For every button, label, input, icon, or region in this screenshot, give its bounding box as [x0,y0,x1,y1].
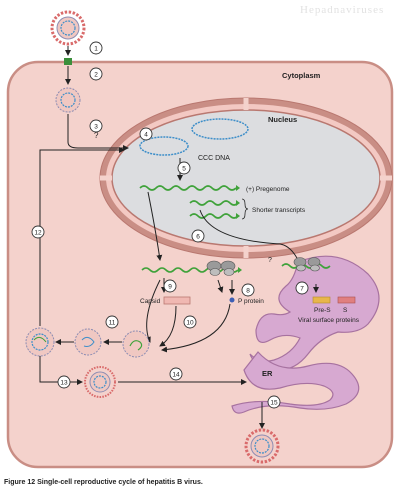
ccc-dna-circle [139,136,189,156]
nucleus-label: Nucleus [268,115,297,124]
step-badge [163,279,177,293]
capsid-label: Capsid [140,298,161,305]
step-badge [241,283,255,297]
immature-core [122,330,150,358]
virion-released [244,428,280,464]
arrow-assembly-2 [159,305,177,347]
step-badge [31,225,45,239]
cytoplasm-pregenome-rna [141,267,239,273]
capsid-protein-bar [163,296,191,305]
mature-core [25,327,55,357]
figure-caption: Figure 12 Single-cell reproductive cycle… [4,478,396,487]
enveloped-core [84,366,116,398]
receptor [64,58,72,65]
pregenome-rna [139,185,237,191]
arrow-assembly-1 [145,279,161,343]
ccc-dna-circle [191,118,249,140]
arrow-step-12 [39,147,125,326]
s-protein-bar [337,296,356,304]
step-number: 15 [270,400,278,407]
arrow-assembly-3 [161,303,231,353]
step-badge [89,67,103,81]
ribosome [293,257,307,272]
ghost-heading: Hepadnaviruses [300,4,385,16]
step-badge [267,395,281,409]
er-lower-fold [231,351,360,414]
pre-s-label: Pre-S [314,307,331,314]
nucleus [111,109,381,247]
pre-s-protein-bar [312,296,331,304]
step-badge [169,367,183,381]
step-number: 2 [94,72,98,79]
step-badge [139,127,153,141]
step-badge [191,229,205,243]
step-number: 9 [168,284,172,291]
step-badge [105,315,119,329]
step-number: 14 [172,372,180,379]
viral-surface-proteins-label: Viral surface proteins [298,317,360,324]
question-mark-left: ? [94,131,99,140]
step-number: 6 [196,234,200,241]
transcript-rna [189,200,239,206]
step-number: 4 [144,132,148,139]
arrow-to-p-protein-2 [217,279,224,293]
step-badge [177,161,191,175]
virion-entering [50,10,86,46]
cytoplasm-label: Cytoplasm [282,71,321,80]
transcript-rna [189,213,239,219]
ribosome [307,257,321,272]
p-protein-label: P protein [238,298,264,305]
step-badge [89,119,103,133]
shorter-transcripts-label: Shorter transcripts [252,207,306,214]
step-badge [183,315,197,329]
s-label: S [343,307,348,314]
step-number: 10 [186,320,194,327]
ccc-dna-label: CCC DNA [198,155,230,162]
step-number: 12 [34,230,42,237]
step-badge [89,41,103,55]
arrow-step-6a [147,191,163,261]
arrow-step-3 [67,141,129,151]
step-badge [57,375,71,389]
ribosome [220,260,236,276]
step-number: 3 [94,124,98,131]
arrow-step-6b [199,209,301,265]
maturing-core [74,328,102,356]
transcripts-brace [241,198,249,220]
figure-caption-text: Single-cell reproductive cycle of hepati… [37,479,203,486]
step-number: 1 [94,46,98,53]
ribosome [206,260,222,276]
step-number: 13 [60,380,68,387]
step-number: 8 [246,288,250,295]
step-badge [295,281,309,295]
step-number: 11 [109,320,116,327]
pregenome-label: (+) Pregenome [246,186,290,193]
er-label: ER [262,369,273,378]
figure-label: Figure 12 [4,479,36,486]
p-protein-dot [229,297,235,303]
question-mark-right: ? [268,257,272,264]
step-number: 7 [300,286,304,293]
core-particle [55,87,81,113]
endoplasmic-reticulum [249,255,380,371]
step-number: 5 [182,166,186,173]
er-mrna [281,263,331,269]
